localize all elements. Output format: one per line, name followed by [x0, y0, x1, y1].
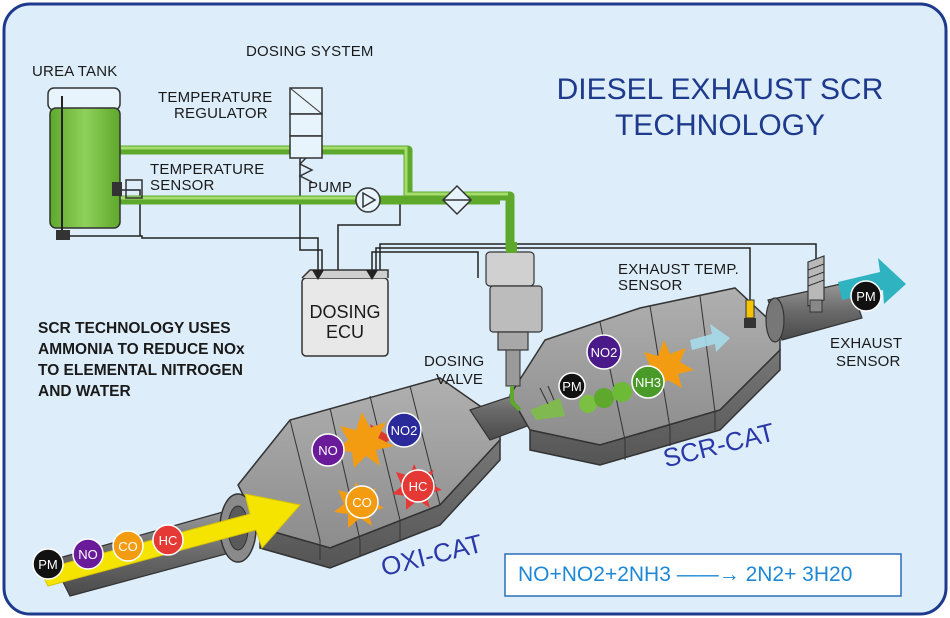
label-dosing-system: DOSING SYSTEM [246, 43, 374, 60]
molecule-no2 [586, 334, 622, 370]
molecule-hc-label: HC [409, 479, 428, 494]
title-line-2: TECHNOLOGY [614, 109, 826, 142]
urea-tank [47, 87, 143, 240]
exhaust-temp-sensor-probe [744, 299, 756, 328]
molecule-co-label: CO [352, 495, 372, 510]
label-temp-regulator-2: REGULATOR [174, 105, 268, 122]
molecule-nh3-label: NH3 [635, 375, 661, 390]
molecule-hc [401, 469, 435, 503]
molecule-co [112, 530, 144, 562]
dosing-valve [485, 242, 543, 412]
page-title: DIESEL EXHAUST SCR TECHNOLOGY [530, 72, 910, 144]
exhaust-sensor-probe [807, 255, 825, 313]
label-dosing-ecu: DOSING ECU [302, 302, 388, 342]
outlet-molecule-pm [850, 280, 882, 312]
dosing-ecu-box [301, 269, 389, 357]
molecule-hc-label: HC [159, 533, 178, 548]
molecule-no-label: NO [78, 547, 98, 562]
oxi-molecules: NO NO2 HC CO [311, 412, 435, 519]
description-line-4: AND WATER [38, 383, 131, 400]
molecule-pm [32, 548, 64, 580]
label-dosing-ecu-1: DOSING [309, 302, 381, 322]
label-exhaust-sensor-1: EXHAUST [830, 335, 903, 352]
oxi-cat-housing [237, 377, 501, 569]
molecule-no [72, 538, 104, 570]
description-line-1: SCR TECHNOLOGY USES [38, 320, 231, 337]
label-temp-sensor-1: TEMPERATURE [150, 161, 265, 178]
label-dosing-ecu-2: ECU [325, 322, 364, 342]
molecule-pm-label: PM [562, 379, 582, 394]
molecule-pm [558, 372, 586, 400]
molecule-co-label: CO [118, 539, 138, 554]
equation-box [504, 553, 902, 597]
filter-icon [441, 184, 473, 216]
molecule-pm-label: PM [38, 557, 58, 572]
label-exhaust-temp-sensor-2: SENSOR [618, 277, 683, 294]
label-exhaust-sensor-2: SENSOR [836, 353, 901, 370]
molecule-no [311, 433, 345, 467]
scr-reaction-burst [640, 340, 694, 390]
description-line-2: AMMONIA TO REDUCE NOx [38, 341, 245, 358]
molecule-no2-label: NO2 [391, 423, 418, 438]
label-exhaust-temp-sensor-1: EXHAUST TEMP. [618, 261, 739, 278]
label-dosing-valve-2: VALVE [436, 371, 484, 388]
temperature-regulator [289, 87, 323, 183]
molecule-hc [152, 524, 184, 556]
label-temp-sensor-2: SENSOR [150, 177, 215, 194]
label-urea-tank: UREA TANK [32, 63, 118, 80]
label-pump: PUMP [308, 179, 353, 196]
molecule-no2-label: NO2 [591, 345, 618, 360]
inlet-molecules: PM NO CO HC [32, 524, 184, 580]
pump-icon [355, 187, 381, 213]
molecule-co [345, 485, 379, 519]
description-line-3: TO ELEMENTAL NITROGEN [38, 362, 243, 379]
outlet-molecule-pm-label: PM [856, 289, 876, 304]
molecule-no2 [386, 412, 422, 448]
title-line-1: DIESEL EXHAUST SCR [556, 73, 884, 106]
scr-molecules: NO2 PM NH3 [558, 334, 665, 400]
molecule-nh3 [631, 365, 665, 399]
molecule-no-label: NO [318, 443, 338, 458]
label-temp-regulator-1: TEMPERATURE [158, 89, 273, 106]
urea-spray [530, 382, 632, 420]
description-text: SCR TECHNOLOGY USES AMMONIA TO REDUCE NO… [38, 318, 245, 402]
scr-flow-arrow [690, 324, 730, 352]
reaction-equation: NO+NO2+2NH3 ——→ 2N2+ 3H20 [518, 563, 853, 586]
label-dosing-valve-1: DOSING [424, 353, 485, 370]
